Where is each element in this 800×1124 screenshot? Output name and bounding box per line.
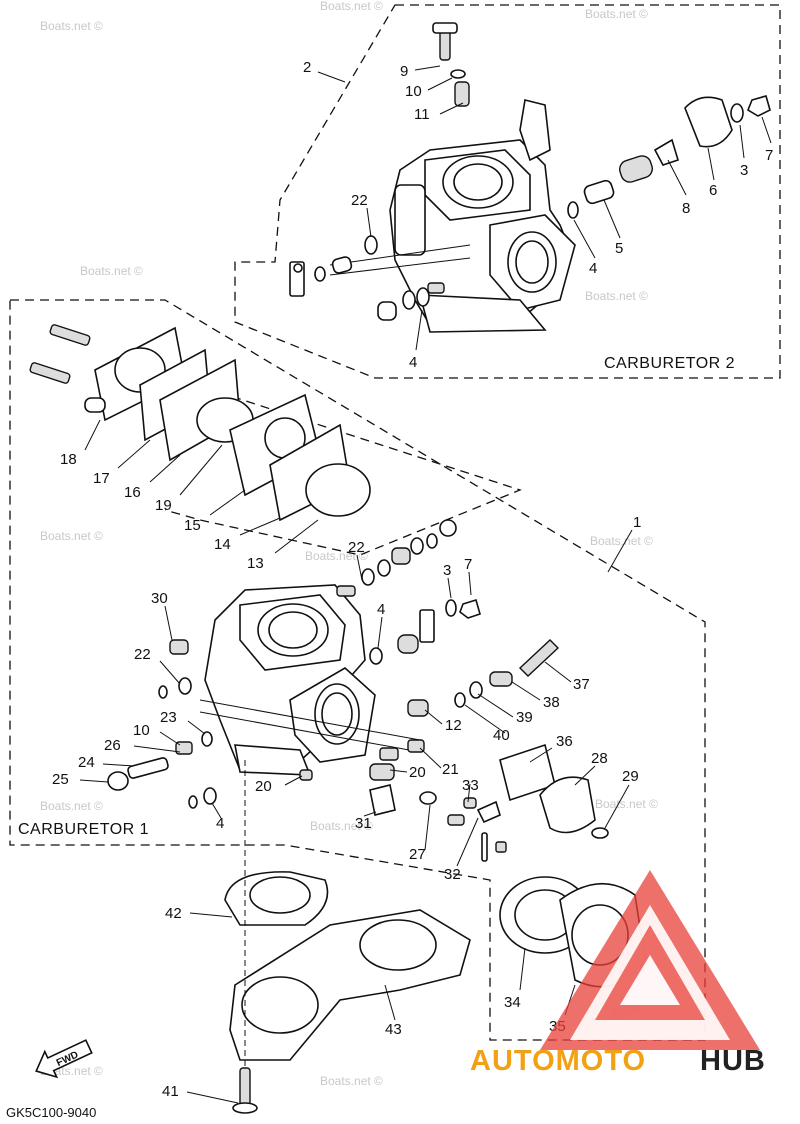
callout-22: 22 [134,646,151,663]
callout-17: 17 [93,470,110,487]
watermark: Boats.net © [305,549,368,563]
callout-20: 20 [409,764,426,781]
callout-19: 19 [155,497,172,514]
callout-26: 26 [104,737,121,754]
carburetor-1-boundary [9,299,706,1041]
carburetor-1-assembly [107,519,609,862]
callout-4: 4 [216,815,224,832]
watermark: Boats.net © [585,289,648,303]
automotohub-logo: AUTOMOTO HUB [470,870,766,1077]
callout-20: 20 [255,778,272,795]
callout-3: 3 [443,562,451,579]
callout-41: 41 [162,1083,179,1100]
leader-lines [79,65,772,1104]
callout-31: 31 [355,815,372,832]
callout-37: 37 [573,676,590,693]
watermark: Boats.net © [40,799,103,813]
callout-15: 15 [184,517,201,534]
carburetor-1-label: CARBURETOR 1 [18,821,149,838]
watermark: Boats.net © [320,1074,383,1088]
callout-4: 4 [409,354,417,371]
callout-22: 22 [351,192,368,209]
callout-10: 10 [133,722,150,739]
callout-5: 5 [615,240,623,257]
callout-18: 18 [60,451,77,468]
watermark: Boats.net © [595,797,658,811]
callout-30: 30 [151,590,168,607]
callout-2: 2 [303,59,311,76]
logo-text-hub: HUB [700,1045,766,1077]
callout-25: 25 [52,771,69,788]
callout-4: 4 [377,601,385,618]
callout-28: 28 [591,750,608,767]
callout-38: 38 [543,694,560,711]
callout-42: 42 [165,905,182,922]
carburetor-2-label: CARBURETOR 2 [604,355,735,372]
callout-39: 39 [516,709,533,726]
callout-24: 24 [78,754,95,771]
callout-8: 8 [682,200,690,217]
watermark: Boats.net © [585,7,648,21]
callout-43: 43 [385,1021,402,1038]
callout-12: 12 [445,717,462,734]
callout-22: 22 [348,539,365,556]
diaphragm-gasket-group [29,324,371,522]
callout-3: 3 [740,162,748,179]
callout-6: 6 [709,182,717,199]
callout-13: 13 [247,555,264,572]
carburetor-2-boundary [234,4,781,379]
intake-manifold-group [224,760,646,1114]
diagram-code: GK5C100-9040 [6,1105,96,1120]
callout-7: 7 [464,556,472,573]
gasket-group-boundary [164,377,522,556]
callout-36: 36 [556,733,573,750]
callout-32: 32 [444,866,461,883]
logo-text-automoto: AUTOMOTO [470,1045,646,1077]
callout-27: 27 [409,846,426,863]
callout-7: 7 [765,147,773,164]
callout-4: 4 [589,260,597,277]
watermark: Boats.net © [320,0,383,13]
watermark: Boats.net © [40,529,103,543]
callout-1: 1 [633,514,641,531]
watermark: Boats.net © [80,264,143,278]
callout-14: 14 [214,536,231,553]
watermark: Boats.net © [310,819,373,833]
callout-29: 29 [622,768,639,785]
callout-21: 21 [442,761,459,778]
callout-9: 9 [400,63,408,80]
callout-40: 40 [493,727,510,744]
watermark: Boats.net © [590,534,653,548]
watermark-layer: Boats.net © Boats.net © Boats.net © Boat… [40,0,658,1088]
callout-34: 34 [504,994,521,1011]
callout-16: 16 [124,484,141,501]
callout-11: 11 [414,106,430,123]
callout-23: 23 [160,709,177,726]
callout-33: 33 [462,777,479,794]
callout-10: 10 [405,83,422,100]
carburetor-2-assembly [289,22,771,333]
watermark: Boats.net © [40,19,103,33]
